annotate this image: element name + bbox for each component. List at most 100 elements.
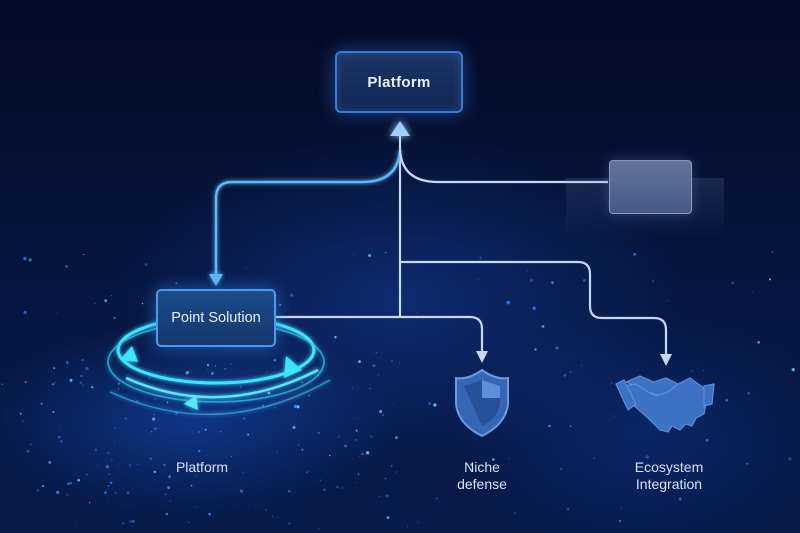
particle [163,374,166,377]
particle [75,415,77,417]
particle [165,512,169,516]
particle [328,454,331,457]
particle [508,457,510,460]
particle [67,366,69,368]
particle [190,484,193,487]
particle [318,527,320,530]
particle [144,263,148,267]
particle [109,481,113,485]
particle [541,325,545,328]
particle [194,506,196,508]
particle [188,521,190,524]
particle [106,500,108,502]
particle [355,429,358,432]
particle [1,383,4,386]
particle [56,490,60,494]
particle [479,256,482,259]
particle [126,491,130,495]
ecosystem-caption-line1: Ecosystem [634,459,704,475]
particle [141,302,144,305]
platform-node: Platform [335,51,463,113]
particle [378,495,381,498]
particle [375,351,378,354]
particle [110,459,113,462]
particle [204,428,207,431]
particle [26,449,30,453]
particle [30,443,32,446]
particle [206,363,210,367]
particle [104,299,108,303]
particle [80,374,83,378]
particle [59,428,61,430]
particle [95,448,97,451]
particle [85,366,89,371]
particle [391,360,393,362]
particle [428,402,432,406]
particle [454,301,456,303]
particle [206,368,209,370]
particle [567,508,570,511]
particle [60,440,63,443]
particle [65,361,69,365]
particle [149,457,152,460]
particle [50,370,53,373]
particle [220,431,222,433]
particle [162,384,165,387]
particle [372,364,376,368]
particle [593,457,595,459]
particle [354,482,356,484]
platform-caption: Platform [150,459,254,476]
particle [395,471,397,473]
particle [478,279,480,281]
particle [394,436,398,440]
particle [581,364,583,366]
particle [353,253,355,255]
niche-caption-line2: defense [457,476,507,492]
particle [290,293,294,297]
particle [57,435,61,439]
particle [697,479,699,482]
particle [563,374,567,377]
particle [137,464,139,466]
particle [344,444,347,448]
particle [416,312,418,314]
particle [66,482,70,486]
particle [582,278,586,282]
particle [276,451,278,454]
particle [288,522,291,525]
particle [21,420,24,423]
particle [752,291,754,293]
particle [48,461,52,464]
particle [359,456,361,458]
particle [55,382,57,384]
particle [116,464,119,466]
particle [210,371,214,375]
particle [74,524,76,526]
particle [224,367,227,370]
particle [267,391,271,395]
particle [391,465,393,467]
particle [569,425,572,428]
niche-arrowhead [476,351,488,363]
niche-defense-caption: Niche defense [432,459,532,493]
particle [105,465,109,469]
ecosystem-connector [400,260,668,356]
particle [687,475,689,477]
particle [79,381,83,385]
particle [548,424,551,428]
particle [506,301,510,305]
particle [666,300,668,302]
particle [334,335,337,339]
particle [23,256,27,261]
particle [65,264,69,268]
particle [560,468,562,470]
particle [94,302,96,305]
particle [255,505,257,508]
particle [132,520,135,523]
particle [385,494,389,498]
left-branch-connector [214,149,402,276]
platform-node-label: Platform [367,73,431,91]
particle [365,451,370,455]
particle [52,410,55,413]
particle [361,453,364,456]
